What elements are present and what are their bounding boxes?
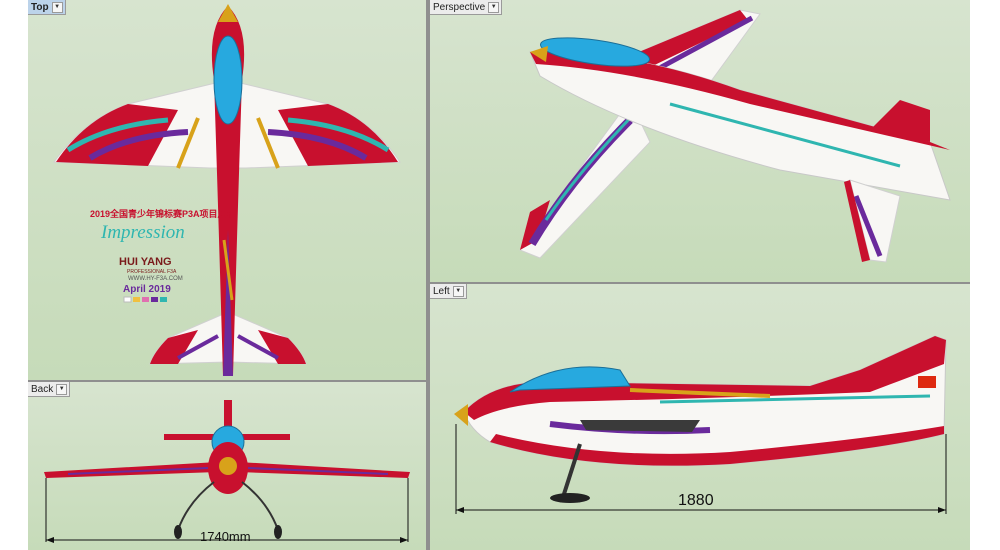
viewport-tab-top[interactable]: Top ▼ — [28, 0, 66, 15]
dropdown-arrow-icon[interactable]: ▼ — [488, 1, 500, 13]
brand-logo: HUI YANG — [119, 256, 172, 268]
viewport-frame: Top ▼ 2019全国青少年锦标赛P3A — [28, 0, 970, 550]
viewport-tab-left[interactable]: Left ▼ — [430, 284, 467, 299]
viewport-label-left: Left — [433, 285, 450, 297]
left-view-drawing — [454, 335, 947, 514]
top-view-drawing — [53, 4, 401, 376]
length-dimension: 1880 — [678, 492, 714, 509]
dropdown-arrow-icon[interactable]: ▼ — [452, 285, 464, 297]
viewport-label-perspective: Perspective — [433, 1, 486, 13]
viewport-label-back: Back — [31, 383, 54, 395]
viewport-label-top: Top — [31, 1, 49, 13]
left-viewport[interactable]: Left ▼ — [430, 284, 970, 550]
top-viewport[interactable]: Top ▼ 2019全国青少年锦标赛P3A — [28, 0, 426, 380]
back-viewport[interactable]: Back ▼ 1740mm — [28, 382, 426, 550]
brand-website: WWW.HY-F3A.COM — [128, 276, 183, 282]
poster-model-name: Impression — [101, 222, 185, 243]
viewport-tab-back[interactable]: Back ▼ — [28, 382, 71, 397]
brand-subtitle: PROFESSIONAL F3A — [127, 269, 177, 275]
dropdown-arrow-icon[interactable]: ▼ — [56, 383, 68, 395]
wingspan-dimension: 1740mm — [200, 529, 251, 544]
perspective-view-drawing — [519, 9, 951, 263]
perspective-viewport[interactable]: Perspective ▼ — [430, 0, 970, 282]
dropdown-arrow-icon[interactable]: ▼ — [51, 1, 63, 13]
back-view-drawing — [44, 400, 410, 543]
poster-date: April 2019 — [123, 284, 171, 295]
poster-title: 2019全国青少年锦标赛P3A项目用机 — [90, 209, 236, 219]
viewport-tab-perspective[interactable]: Perspective ▼ — [430, 0, 503, 15]
